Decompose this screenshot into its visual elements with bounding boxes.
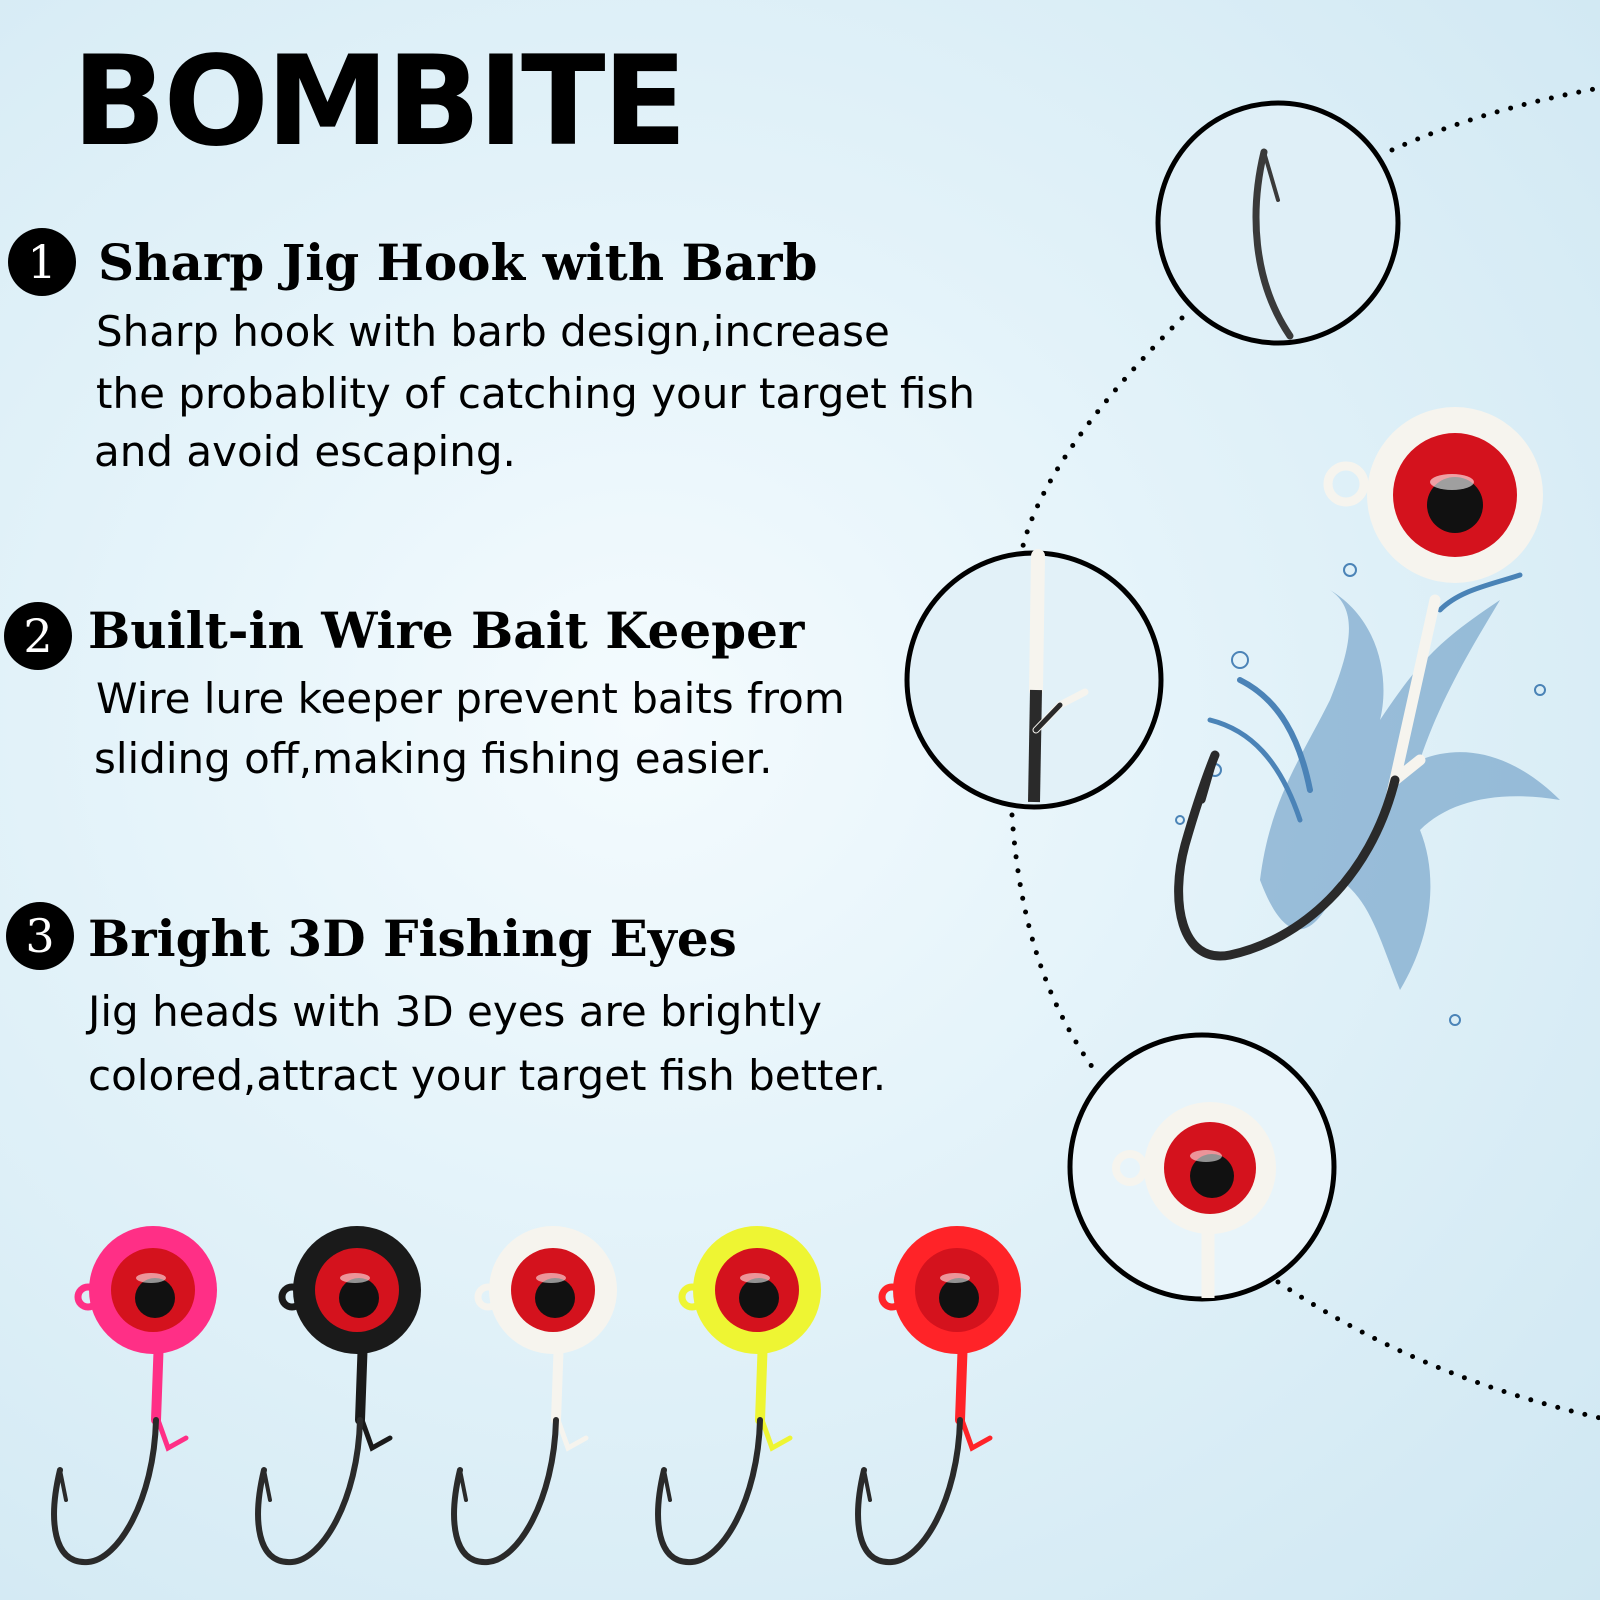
dotted-arc <box>1017 315 1185 563</box>
feature-number-3: 3 <box>6 902 74 970</box>
feature-number-1: 1 <box>8 228 76 296</box>
jig-head-pink <box>51 1226 217 1566</box>
feature-text-line: Sharp hook with barb design,increase <box>96 307 890 356</box>
dotted-arc <box>1275 1279 1600 1421</box>
water-splash-image <box>1175 563 1560 1026</box>
zoom-circle-bait-keeper <box>904 549 1164 810</box>
dotted-arc <box>1009 812 1101 1078</box>
feature-text-line: the probablity of catching your target f… <box>96 369 975 418</box>
feature-text-line: sliding off,making fishing easier. <box>94 734 773 783</box>
jig-head-chartreuse <box>655 1226 821 1566</box>
feature-number-2: 2 <box>4 602 72 670</box>
large-white-jig-image <box>1174 407 1543 961</box>
brand-logo: BOMBITE <box>72 30 687 174</box>
jig-head-lineup <box>51 1226 1021 1566</box>
dotted-arc <box>1389 85 1600 153</box>
jig-head-white <box>451 1226 617 1566</box>
feature-title: Built-in Wire Bait Keeper <box>88 601 805 660</box>
feature-text-line: and avoid escaping. <box>94 427 516 476</box>
jig-head-black <box>255 1226 421 1566</box>
feature-text-line: Wire lure keeper prevent baits from <box>96 674 845 723</box>
feature-text-line: colored,attract your target fish better. <box>88 1051 887 1100</box>
jig-head-red <box>855 1226 1021 1566</box>
zoom-circle-barb <box>1155 100 1401 346</box>
feature-title: Bright 3D Fishing Eyes <box>88 909 737 968</box>
feature-text-line: Jig heads with 3D eyes are brightly <box>88 987 822 1036</box>
feature-title: Sharp Jig Hook with Barb <box>98 233 818 292</box>
zoom-circle-eye <box>1067 1032 1337 1302</box>
